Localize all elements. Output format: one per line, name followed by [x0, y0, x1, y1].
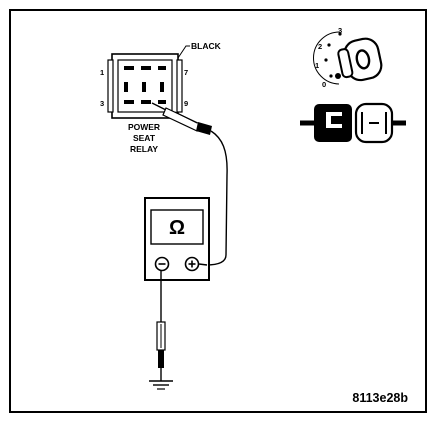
- connector-icon: [300, 102, 406, 144]
- positive-lead-wire: [205, 130, 228, 266]
- relay-terminal: [158, 66, 166, 70]
- relay-terminal: [142, 82, 146, 92]
- relay-caption-line-2: SEAT: [133, 133, 156, 143]
- relay-pin-7: 7: [184, 68, 188, 77]
- relay-terminal: [141, 100, 151, 104]
- power-seat-relay: [107, 53, 183, 119]
- relay-color-label: BLACK: [191, 41, 222, 51]
- ignition-key-icon: [313, 31, 383, 85]
- relay-terminal: [124, 82, 128, 92]
- relay-pin-1: 1: [100, 68, 104, 77]
- positive-test-probe: [151, 102, 212, 135]
- ignition-position-1: 1: [315, 61, 319, 70]
- ohmmeter: [144, 197, 210, 281]
- relay-terminal: [124, 100, 134, 104]
- relay-terminal: [141, 66, 151, 70]
- relay-terminal: [124, 66, 134, 70]
- relay-caption-line-3: RELAY: [130, 144, 158, 154]
- relay-terminal: [160, 82, 164, 92]
- ignition-position-2: 2: [318, 42, 322, 51]
- figure-reference: 8113e28b: [352, 391, 408, 405]
- negative-test-probe: [156, 321, 166, 368]
- relay-pin-3: 3: [100, 99, 104, 108]
- relay-pin-9: 9: [184, 99, 188, 108]
- ohm-symbol-icon: Ω: [169, 217, 185, 239]
- ignition-position-0: 0: [322, 80, 326, 89]
- ignition-position-3: 3: [338, 26, 342, 35]
- relay-caption-line-1: POWER: [128, 122, 160, 132]
- diagram-border: [9, 9, 427, 413]
- ground-icon: [149, 380, 173, 390]
- relay-terminal: [158, 100, 166, 104]
